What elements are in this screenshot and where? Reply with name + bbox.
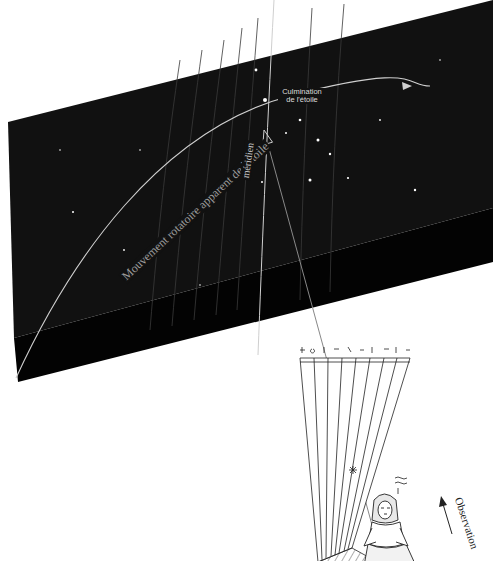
motion-arc	[16, 78, 430, 378]
observation-arrow	[443, 504, 452, 534]
meridian-line	[258, 0, 274, 355]
stars	[59, 26, 441, 286]
glyph-marks	[300, 347, 410, 494]
observer-figure	[360, 494, 420, 561]
culmination-label: Culmination de l'étoile	[278, 88, 326, 105]
star-mark	[349, 466, 357, 474]
observation-label: Observation	[452, 494, 481, 553]
hour-lines	[150, 4, 344, 330]
floor-band	[14, 208, 493, 382]
observation-arrowhead	[439, 496, 447, 507]
sighting-grid	[300, 358, 410, 561]
arc-arrowhead	[402, 82, 412, 90]
